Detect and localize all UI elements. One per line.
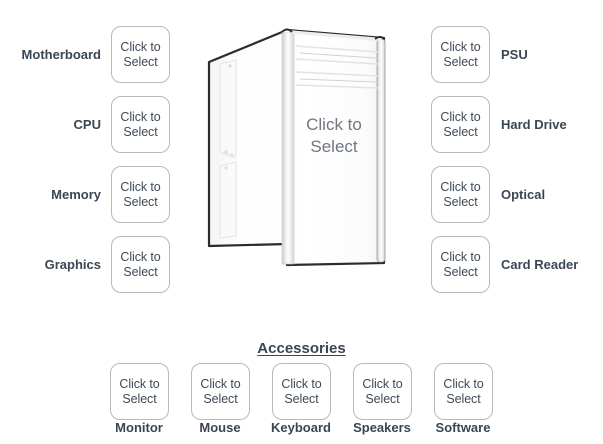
label-memory: Memory	[51, 187, 101, 202]
case-top-right-tab	[374, 36, 385, 40]
case-right-bezel	[376, 38, 386, 263]
label-keyboard: Keyboard	[271, 420, 331, 435]
computer-case-illustration	[207, 28, 386, 267]
select-button-optical[interactable]: Click to Select	[431, 166, 490, 223]
case-top-edge	[284, 30, 384, 41]
case-drive-bay-highlights	[299, 52, 377, 83]
select-button-graphics[interactable]: Click to Select	[111, 236, 170, 293]
select-button-speakers[interactable]: Click to Select	[353, 363, 412, 420]
select-button-software[interactable]: Click to Select	[434, 363, 493, 420]
label-speakers: Speakers	[353, 420, 411, 435]
label-monitor: Monitor	[115, 420, 163, 435]
case-drive-bays	[295, 45, 379, 89]
select-button-hard-drive[interactable]: Click to Select	[431, 96, 490, 153]
accessories-heading: Accessories	[257, 340, 346, 357]
case-top-left-tab	[281, 28, 293, 33]
select-button-memory[interactable]: Click to Select	[111, 166, 170, 223]
label-graphics: Graphics	[44, 257, 101, 272]
label-optical: Optical	[501, 187, 546, 202]
select-button-card-reader[interactable]: Click to Select	[431, 236, 490, 293]
label-psu: PSU	[501, 47, 528, 62]
select-button-psu[interactable]: Click to Select	[431, 26, 490, 83]
select-button-monitor[interactable]: Click to Select	[110, 363, 169, 420]
label-hard-drive: Hard Drive	[501, 117, 567, 132]
select-button-mouse[interactable]: Click to Select	[191, 363, 250, 420]
computer-case-selector[interactable]: Click to Select	[196, 22, 392, 274]
case-side-panel-details	[219, 59, 237, 239]
label-mouse: Mouse	[199, 420, 241, 435]
label-software: Software	[435, 420, 491, 435]
case-side-panel	[207, 28, 289, 248]
label-card-reader: Card Reader	[501, 257, 579, 272]
case-side-panel-screws	[224, 64, 234, 170]
case-front-bezel-strip	[281, 30, 295, 265]
label-cpu: CPU	[73, 117, 101, 132]
case-front-panel	[285, 28, 386, 267]
label-motherboard: Motherboard	[21, 47, 101, 62]
select-button-keyboard[interactable]: Click to Select	[272, 363, 331, 420]
select-button-cpu[interactable]: Click to Select	[111, 96, 170, 153]
select-button-motherboard[interactable]: Click to Select	[111, 26, 170, 83]
